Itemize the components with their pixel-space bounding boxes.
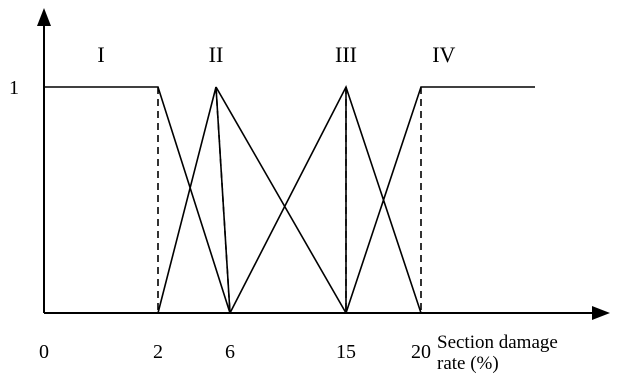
- y-tick-label-1: 1: [9, 77, 19, 99]
- x-tick-label-6: 6: [225, 341, 235, 363]
- membership-line-0: [44, 86, 231, 314]
- membership-line-5: [345, 86, 535, 314]
- x-axis-label-line1: Section damage: [437, 332, 558, 353]
- x-tick-label-0: 0: [39, 341, 49, 363]
- region-label-2: III: [335, 42, 357, 67]
- y-axis-arrow-icon: [37, 8, 51, 26]
- region-label-3: IV: [432, 42, 455, 67]
- x-axis-label-line2: rate (%): [437, 353, 499, 374]
- x-tick-label-2: 2: [153, 341, 163, 363]
- dashed-guides: [157, 86, 422, 314]
- x-axis-arrow-icon: [592, 306, 610, 320]
- x-tick-label-15: 15: [336, 341, 356, 363]
- membership-line-2: [215, 86, 347, 314]
- region-label-1: II: [209, 42, 224, 67]
- membership-lines: [44, 84, 535, 314]
- axes: [37, 8, 610, 320]
- x-tick-label-20: 20: [411, 341, 431, 363]
- membership-line-3: [229, 84, 422, 314]
- region-label-0: I: [97, 42, 104, 67]
